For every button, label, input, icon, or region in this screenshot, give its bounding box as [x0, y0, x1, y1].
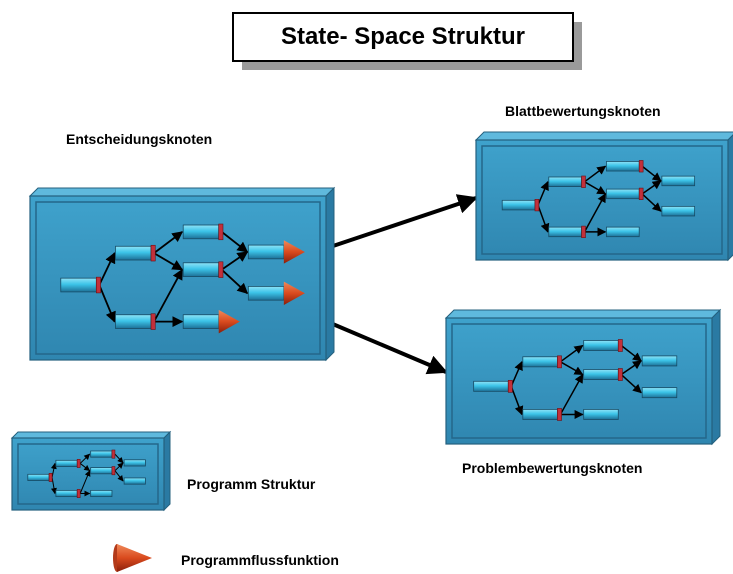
tree-edge: [559, 373, 584, 415]
tree-edge: [79, 463, 91, 472]
tree-node: [90, 449, 116, 459]
tree-edge: [620, 360, 642, 376]
tree-edge: [560, 361, 584, 376]
tree-node: [606, 187, 644, 200]
tree-node: [641, 387, 678, 399]
tree-node: [247, 281, 305, 305]
tree-edge: [584, 181, 607, 195]
tree-edge: [153, 231, 184, 254]
tree-node: [90, 489, 113, 498]
tree-edge: [51, 477, 57, 495]
tree-edge: [583, 193, 607, 233]
tree-edge: [98, 252, 116, 286]
tree-edge: [620, 344, 642, 362]
arrow-to-problem-nodes: [327, 320, 448, 375]
tree-edge: [114, 470, 124, 482]
tree-edge: [98, 284, 116, 323]
tree-node: [60, 276, 101, 294]
tree-edge: [114, 453, 124, 464]
tree-node: [641, 355, 678, 367]
flow-cone: [283, 281, 305, 305]
tree-node: [55, 489, 81, 498]
decision-nodes-panel: [28, 186, 336, 362]
tree-edge: [153, 268, 184, 323]
tree-edge: [641, 165, 662, 182]
leaf-nodes-panel: [474, 131, 733, 262]
tree-edge: [641, 180, 662, 195]
program-structure-legend-panel: [10, 430, 172, 512]
tree-node: [90, 466, 116, 476]
page-title: State- Space Struktur: [232, 12, 574, 62]
flow-cone: [218, 309, 240, 334]
tree-edge: [221, 269, 249, 295]
tree-edge: [79, 470, 91, 494]
arrow-to-leaf-nodes: [329, 194, 478, 249]
tree-edge: [221, 251, 249, 271]
tree-edge: [584, 165, 607, 183]
tree-node: [115, 244, 156, 262]
label-decision-nodes: Entscheidungsknoten: [66, 131, 213, 147]
tree-node: [123, 477, 146, 485]
tree-node: [123, 459, 146, 467]
tree-node: [583, 368, 623, 381]
tree-node: [583, 339, 623, 352]
problem-nodes-panel: [444, 308, 722, 446]
tree-edge: [79, 453, 91, 464]
tree-node: [606, 160, 644, 173]
tree-edge: [559, 344, 584, 363]
tree-edge: [537, 204, 550, 233]
label-leaf-nodes: Blattbewertungsknoten: [505, 103, 661, 119]
tree-node: [548, 225, 586, 239]
tree-edge: [641, 193, 662, 212]
tree-node: [501, 199, 540, 212]
tree-node: [115, 313, 156, 330]
tree-edge: [510, 386, 524, 416]
tree-node: [27, 473, 53, 482]
tree-node: [182, 223, 224, 241]
tree-edge: [221, 231, 249, 253]
tree-node: [247, 240, 305, 264]
label-program-structure: Programm Struktur: [187, 476, 316, 492]
tree-edge: [114, 462, 124, 472]
tree-edge: [153, 252, 184, 271]
program-flow-function-icon: [113, 544, 152, 572]
tree-node: [522, 355, 562, 369]
flow-cone: [283, 240, 305, 264]
tree-node: [55, 459, 81, 468]
label-problem-nodes: Problembewertungsknoten: [462, 460, 643, 476]
tree-edge: [510, 361, 523, 387]
tree-node: [182, 309, 240, 334]
tree-node: [473, 379, 513, 393]
tree-node: [606, 226, 640, 238]
tree-edge: [50, 462, 57, 478]
tree-edge: [537, 180, 549, 206]
label-program-flow-function: Programmflussfunktion: [181, 552, 339, 568]
tree-node: [548, 175, 586, 188]
tree-node: [583, 409, 619, 420]
tree-edge: [620, 373, 642, 394]
tree-node: [522, 408, 562, 421]
tree-node: [182, 261, 224, 278]
tree-node: [661, 205, 696, 217]
tree-node: [661, 175, 696, 187]
